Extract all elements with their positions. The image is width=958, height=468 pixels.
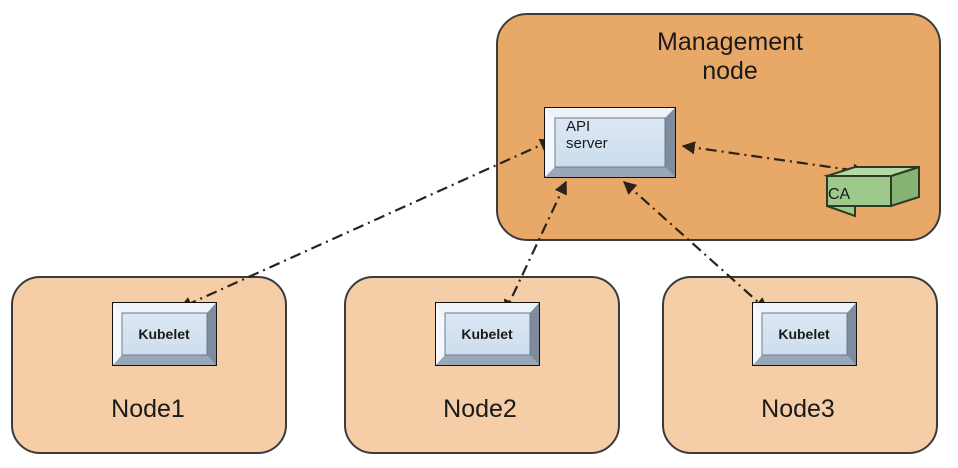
ca-box[interactable] [823,165,920,218]
kubelet-box-node1[interactable] [112,302,217,366]
connector-api-to-kubelet2 [504,180,567,314]
connector-api-to-ca [681,141,867,177]
kubelet-box-node3[interactable] [752,302,857,366]
ca-box-top-face [826,166,920,177]
connector-api-to-kubelet3 [623,181,768,311]
ca-box-front [826,175,892,207]
kubelet-box-node2[interactable] [435,302,540,366]
connector-group [178,138,867,314]
api-server-box[interactable] [544,107,676,178]
